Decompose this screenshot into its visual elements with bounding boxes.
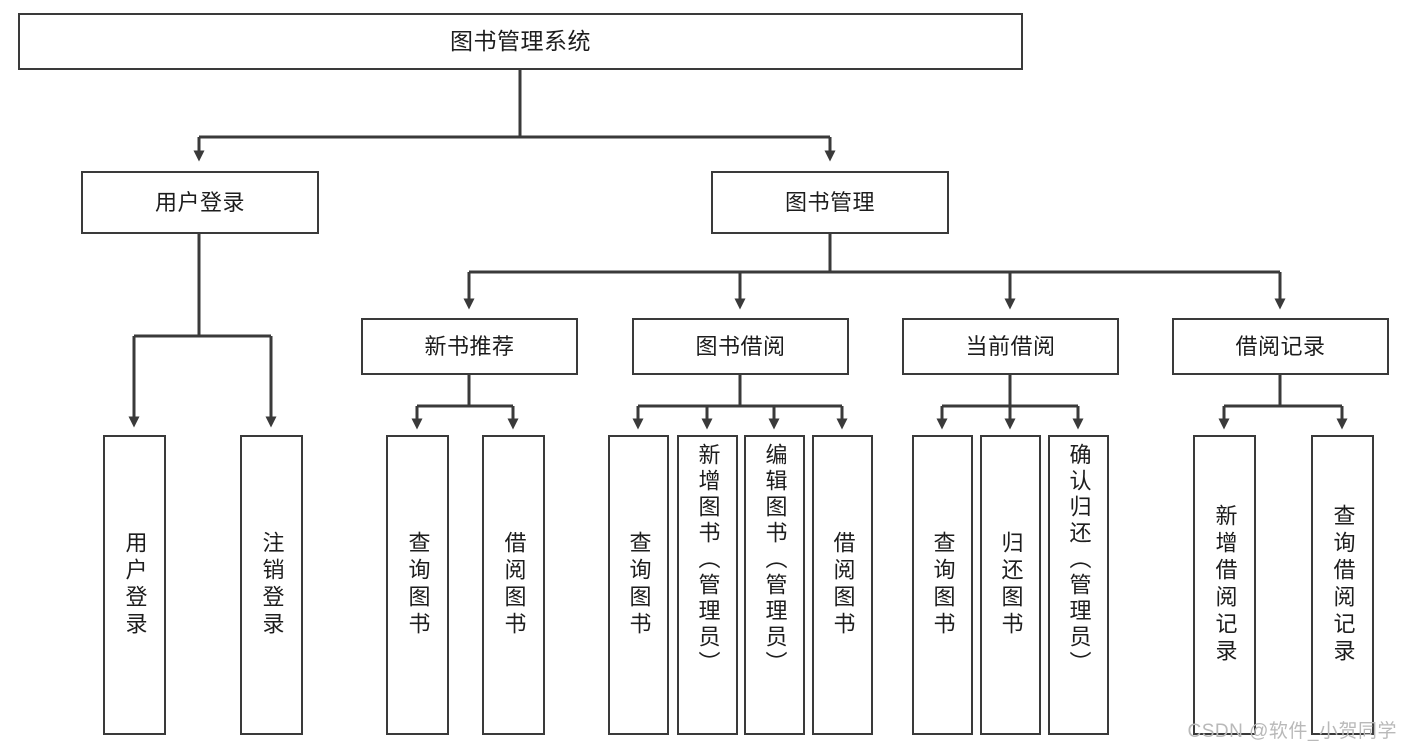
leaf-new-book-query[interactable]: 查询图书 xyxy=(386,435,449,735)
node-label: 新增图书（管理员） xyxy=(695,443,721,677)
node-label: 确认归还（管理员） xyxy=(1066,443,1092,677)
leaf-user-login-login[interactable]: 用户登录 xyxy=(103,435,166,735)
node-label: 查询图书 xyxy=(626,531,652,639)
node-new-book-recommend[interactable]: 新书推荐 xyxy=(361,318,578,375)
node-label: 借阅图书 xyxy=(501,531,527,639)
node-label: 编辑图书（管理员） xyxy=(762,443,788,677)
leaf-new-book-borrow[interactable]: 借阅图书 xyxy=(482,435,545,735)
node-label: 新增借阅记录 xyxy=(1212,504,1238,666)
leaf-current-return-book[interactable]: 归还图书 xyxy=(980,435,1041,735)
node-label: 用户登录 xyxy=(122,531,148,639)
node-label: 归还图书 xyxy=(998,531,1024,639)
node-label: 新书推荐 xyxy=(424,333,515,359)
leaf-current-query-book[interactable]: 查询图书 xyxy=(912,435,973,735)
node-label: 查询借阅记录 xyxy=(1330,504,1356,666)
leaf-record-add-record[interactable]: 新增借阅记录 xyxy=(1193,435,1256,735)
node-label: 借阅记录 xyxy=(1235,333,1326,359)
node-borrow-record[interactable]: 借阅记录 xyxy=(1172,318,1389,375)
leaf-borrow-add-book-admin[interactable]: 新增图书（管理员） xyxy=(677,435,738,735)
node-label: 用户登录 xyxy=(154,189,245,215)
node-label: 图书借阅 xyxy=(695,333,786,359)
csdn-watermark: CSDN @软件_小贺同学 xyxy=(1187,721,1397,742)
leaf-current-confirm-return-admin[interactable]: 确认归还（管理员） xyxy=(1048,435,1109,735)
leaf-borrow-edit-book-admin[interactable]: 编辑图书（管理员） xyxy=(744,435,805,735)
node-label: 当前借阅 xyxy=(965,333,1056,359)
node-book-borrow[interactable]: 图书借阅 xyxy=(632,318,849,375)
node-user-login[interactable]: 用户登录 xyxy=(81,171,319,234)
node-book-management[interactable]: 图书管理 xyxy=(711,171,949,234)
leaf-borrow-query-book[interactable]: 查询图书 xyxy=(608,435,669,735)
node-label: 图书管理系统 xyxy=(450,27,591,54)
node-label: 图书管理 xyxy=(784,189,875,215)
node-label: 注销登录 xyxy=(259,531,285,639)
leaf-borrow-borrow-book[interactable]: 借阅图书 xyxy=(812,435,873,735)
leaf-user-login-logout[interactable]: 注销登录 xyxy=(240,435,303,735)
node-label: 查询图书 xyxy=(930,531,956,639)
leaf-record-query-record[interactable]: 查询借阅记录 xyxy=(1311,435,1374,735)
node-current-borrow[interactable]: 当前借阅 xyxy=(902,318,1119,375)
node-root-book-management-system[interactable]: 图书管理系统 xyxy=(18,13,1023,70)
node-label: 借阅图书 xyxy=(830,531,856,639)
node-label: 查询图书 xyxy=(405,531,431,639)
